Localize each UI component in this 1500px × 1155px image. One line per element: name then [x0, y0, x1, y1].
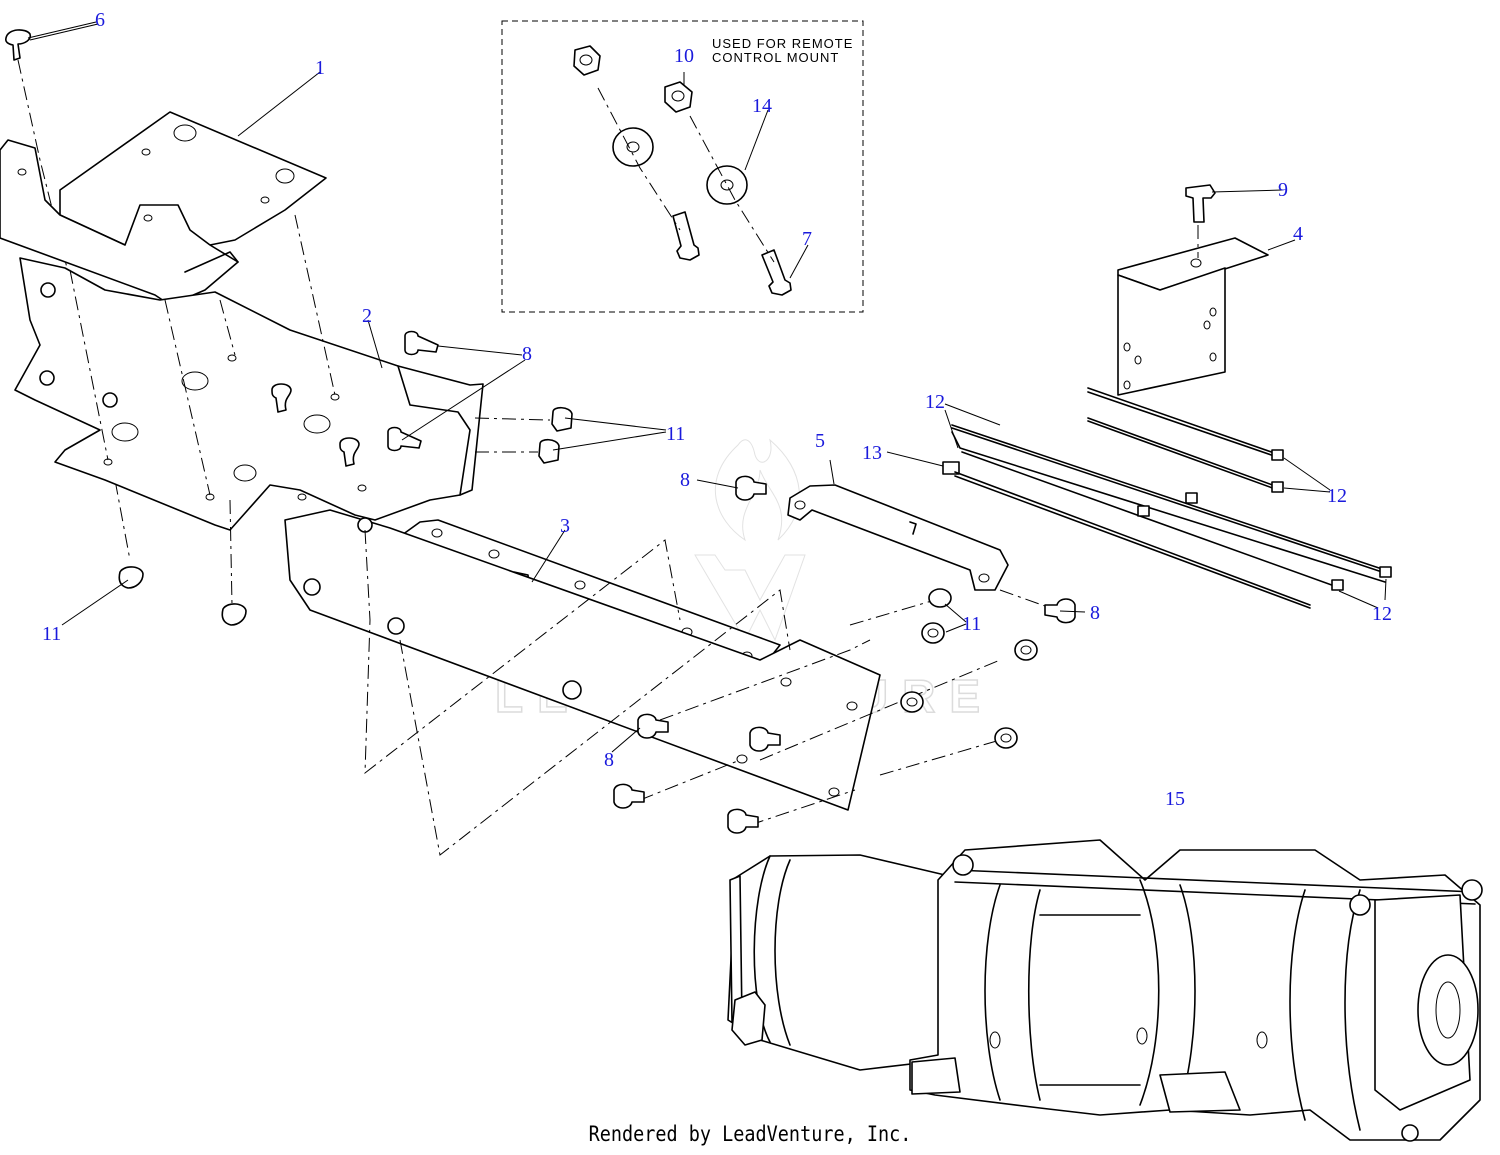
callout-12: 12 [925, 391, 945, 413]
mount-bolts [613, 475, 1076, 834]
mount-plate-assembly [284, 509, 1001, 856]
callout-3: 3 [560, 515, 570, 537]
callout-8: 8 [1090, 602, 1100, 624]
alignment-lines [69, 214, 336, 496]
clevis-pins [387, 330, 439, 452]
callout-12: 12 [1372, 603, 1392, 625]
winch [727, 839, 1483, 1142]
callout-8: 8 [522, 343, 532, 365]
guide-bracket [787, 484, 1046, 607]
footer-credit: Rendered by LeadVenture, Inc. [588, 1122, 912, 1146]
callout-13: 13 [862, 442, 882, 464]
bolt-icon [672, 211, 700, 261]
callout-14: 14 [752, 95, 772, 117]
callout-11: 11 [42, 623, 61, 645]
callout-5: 5 [815, 430, 825, 452]
bolt-icon [761, 249, 792, 296]
inset-note-line-2: CONTROL MOUNT [712, 50, 839, 65]
callout-7: 7 [802, 228, 812, 250]
callout-1: 1 [315, 57, 325, 79]
callout-2: 2 [362, 305, 372, 327]
callout-11: 11 [962, 613, 981, 635]
side-bracket [1117, 184, 1269, 396]
inset-note-line-1: USED FOR REMOTE [712, 36, 853, 51]
callout-4: 4 [1293, 223, 1303, 245]
callout-8: 8 [604, 749, 614, 771]
leader-lines [27, 21, 1387, 753]
callout-9: 9 [1278, 179, 1288, 201]
spacers [900, 588, 1038, 749]
upper-bracket [0, 111, 327, 306]
flange-nuts [118, 406, 573, 626]
callout-12: 12 [1327, 485, 1347, 507]
nut-hex-icon [664, 81, 693, 113]
washer-icon [706, 165, 748, 205]
base-plate [14, 257, 484, 531]
nut-hex-icon [573, 45, 601, 76]
callouts: 6 1 2 8 11 10 14 7 9 4 12 13 5 8 3 12 12… [42, 9, 1392, 810]
callout-11: 11 [666, 423, 685, 445]
callout-6: 6 [95, 9, 105, 31]
callout-10: 10 [674, 45, 694, 67]
callout-8: 8 [680, 469, 690, 491]
remote-mount-inset: USED FOR REMOTE CONTROL MOUNT [501, 20, 864, 313]
washer-icon [612, 127, 654, 167]
cable-ties [942, 387, 1392, 609]
callout-15: 15 [1165, 788, 1185, 810]
